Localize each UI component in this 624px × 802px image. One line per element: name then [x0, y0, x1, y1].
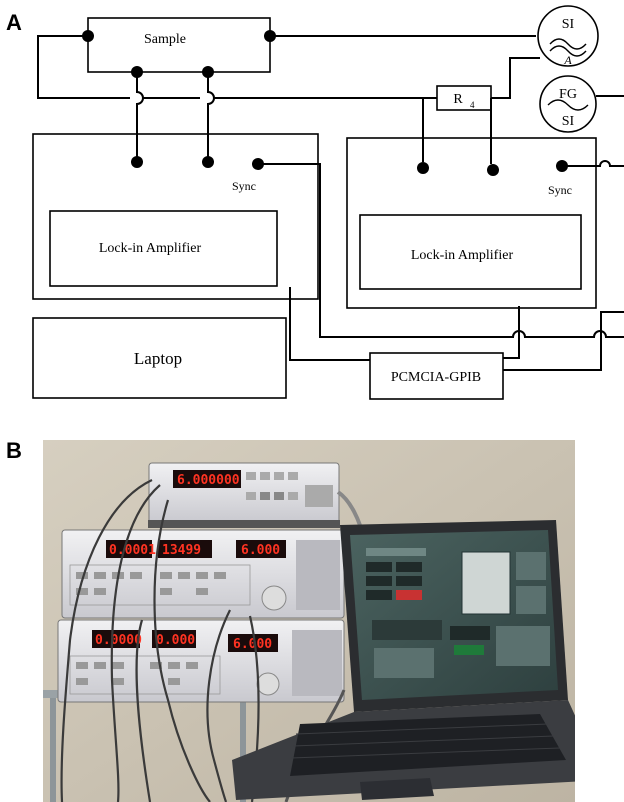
- fg-display-value: 6.000000: [177, 473, 240, 488]
- laptop-box: [32, 317, 287, 399]
- sync-right-wire: [562, 160, 624, 167]
- panel-a-schematic: A Sample R 4 SI A FG SI: [6, 5, 624, 400]
- lockin-1-display-b-value: 13499: [162, 543, 201, 558]
- fg-bottom-label: SI: [562, 114, 575, 129]
- lockin-1-display-b: [158, 540, 212, 558]
- lockin-left-inner: [49, 210, 278, 287]
- sine-wave-icon: [549, 38, 587, 50]
- lockin-right-label: Lock-in Amplifier: [411, 248, 514, 263]
- lockin-2-knob: [256, 672, 280, 696]
- fg-buttons: [246, 472, 333, 507]
- current-return-wire: [37, 35, 130, 99]
- gpib-wire-fg: [503, 311, 624, 371]
- lockin-left-outer: [32, 133, 319, 300]
- laptop-keyboard: [290, 714, 566, 776]
- fg-base: [148, 520, 340, 528]
- lockin-1-display-c-value: 6.000: [241, 543, 280, 558]
- lockin-2-side: [292, 630, 342, 696]
- lockin-2-display-b-value: 0.000: [156, 633, 195, 648]
- fg-display: [173, 470, 241, 488]
- lockin-1-display-a: [106, 540, 152, 558]
- lockin-2-display-c: [228, 634, 278, 652]
- lockin-right-outer: [346, 137, 597, 309]
- lockin-left-input-b: [202, 156, 214, 168]
- gpib-wire-left: [289, 287, 370, 361]
- lockin-2-display-c-value: 6.000: [233, 637, 272, 652]
- panel-b-photo: B 6: [6, 438, 575, 802]
- sample-box: [87, 17, 271, 73]
- lockin-2-display-b: [152, 630, 196, 648]
- gpib-label: PCMCIA-GPIB: [391, 370, 481, 385]
- keyboard-keys: [290, 723, 561, 759]
- fg-top-label: FG: [559, 87, 577, 102]
- sync-left-wire: [258, 163, 624, 338]
- sine-wave-icon: [547, 99, 589, 111]
- lockin-1-display-a-value: 0.0001: [109, 543, 156, 558]
- sine-wave-icon: [549, 45, 587, 57]
- lockin-right-sync-label: Sync: [548, 183, 572, 197]
- resistor-r4: [436, 85, 492, 111]
- gpib-box: [369, 352, 504, 400]
- cart-leg: [240, 698, 246, 802]
- screen-panels: [366, 548, 550, 678]
- lockin-2-display-a: [92, 630, 140, 648]
- lockin-right-input-b: [487, 164, 499, 176]
- laptop-label: Laptop: [134, 349, 182, 368]
- lockin-left-label: Lock-in Amplifier: [99, 241, 202, 256]
- si-top-label: SI: [562, 17, 575, 32]
- gpib-wire-right: [503, 306, 520, 359]
- sample-label: Sample: [144, 32, 186, 47]
- lockin-left-sync-label: Sync: [232, 179, 256, 193]
- laptop-computer: [232, 520, 575, 800]
- function-generator-fg: [539, 75, 597, 133]
- probe-wire-1: [136, 72, 144, 162]
- laptop-touchpad: [360, 778, 434, 800]
- lockin-left-input-a: [131, 156, 143, 168]
- lockin-right-inner: [359, 214, 582, 290]
- probe-wire-2: [207, 72, 215, 162]
- resistor-label: R: [453, 92, 463, 107]
- panel-b-letter: B: [6, 438, 22, 463]
- lockin-1-side: [296, 540, 340, 610]
- resistor-subscript: 4: [470, 100, 475, 110]
- lockin-2-keypad: [69, 655, 221, 695]
- cart-leg: [50, 698, 56, 802]
- lockin-1-display-c: [236, 540, 286, 558]
- panel-a-letter: A: [6, 10, 22, 35]
- lockin-right-input-a: [417, 162, 429, 174]
- si-bottom-label: A: [563, 53, 572, 67]
- current-source-si: [537, 5, 599, 67]
- lockin-1-knob: [261, 585, 287, 611]
- lockin-2-display-a-value: 0.0000: [95, 633, 142, 648]
- r4-to-si-wire: [491, 57, 540, 99]
